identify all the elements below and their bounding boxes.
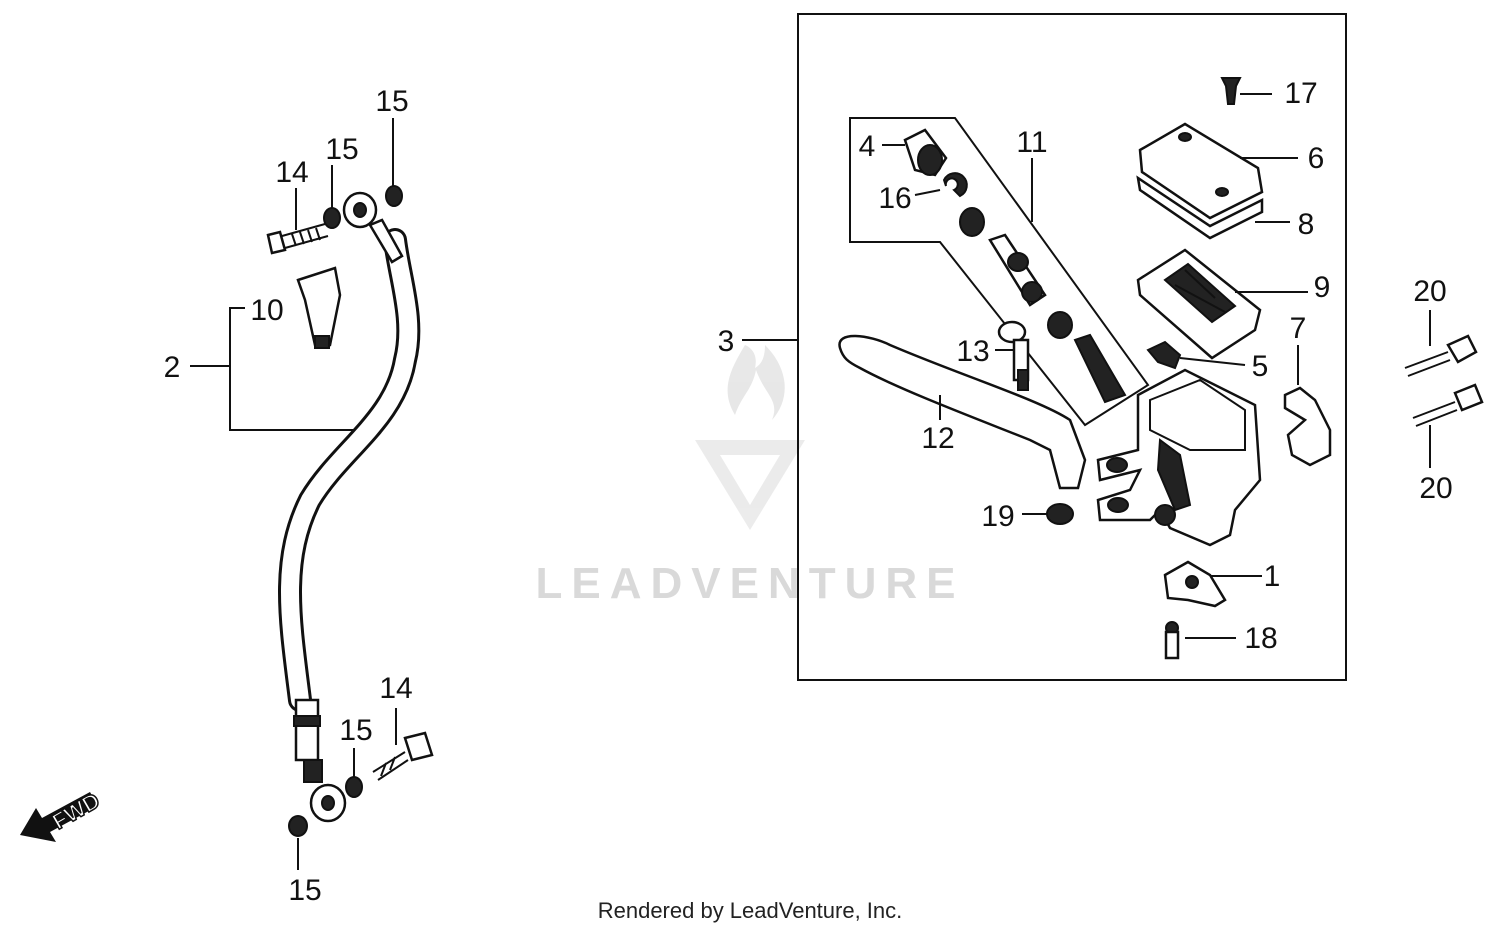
piston-seal-b: [1047, 311, 1073, 339]
callout-11: 11: [1016, 126, 1047, 159]
piston-kit-outline: [849, 117, 1150, 427]
callout-19: 19: [981, 500, 1014, 533]
part-5-screw: [1146, 340, 1182, 370]
callout-14-upper: 14: [275, 156, 308, 189]
part-19-cap: [1046, 503, 1074, 525]
part-8-plate: [1136, 175, 1264, 240]
callout-8: 8: [1298, 208, 1315, 241]
piston-cup-a: [1007, 252, 1029, 272]
master-cylinder-body: [1096, 368, 1262, 547]
part-14-lower-bolt: [372, 731, 434, 781]
callout-9: 9: [1314, 271, 1331, 304]
upper-fitting: [368, 218, 404, 264]
footer-credit: Rendered by LeadVenture, Inc.: [598, 898, 903, 923]
spring: [1073, 333, 1127, 404]
callout-15-lower: 15: [339, 714, 372, 747]
callout-5: 5: [1252, 350, 1269, 383]
part-13-pivot: [997, 320, 1030, 391]
lower-fitting-ring: [293, 715, 321, 727]
callouts: 1 2 3 4 5 6 7 8 9 10 11 12 13 14 14 15 1…: [164, 77, 1453, 907]
callout-10: 10: [250, 294, 283, 327]
part-18-screw: [1164, 621, 1180, 660]
lower-fitting-neck: [303, 759, 323, 783]
leader-5: [1179, 357, 1246, 366]
part-20-bolt-b: [1412, 383, 1484, 427]
callout-15-top: 15: [375, 85, 408, 118]
part-7-clamp: [1283, 386, 1332, 467]
callout-6: 6: [1308, 142, 1325, 175]
callout-17: 17: [1284, 77, 1317, 110]
callout-18: 18: [1244, 622, 1277, 655]
brake-hose-fill: [281, 231, 418, 709]
part-10-tip: [314, 335, 330, 349]
leader-lines-left: [295, 118, 397, 870]
watermark: LEADVENTURE: [535, 345, 964, 608]
upper-banjo-hole: [353, 202, 367, 218]
part-12-lever: [838, 334, 1087, 490]
lower-fitting: [294, 698, 320, 762]
part-6-reservoir-cap: [1138, 122, 1264, 220]
part-1-hole: [1185, 575, 1199, 589]
callout-15-bottom: 15: [288, 874, 321, 907]
callout-13: 13: [956, 335, 989, 368]
callout-20-lower: 20: [1419, 472, 1452, 505]
part-17-screw: [1220, 77, 1242, 105]
part-6-hole-a: [1178, 132, 1192, 142]
leader-16: [914, 189, 941, 196]
callout-20-upper: 20: [1413, 275, 1446, 308]
part-4-boot: [903, 128, 948, 177]
master-cylinder-frame: [797, 13, 1347, 681]
part-16-circlip: [942, 172, 968, 198]
part-15-washer-lower-a: [345, 776, 363, 798]
callout-3: 3: [718, 325, 735, 358]
part-20-bolt-a: [1404, 334, 1478, 377]
callout-12: 12: [921, 422, 954, 455]
part-15-washer-lower-b: [288, 815, 308, 837]
part-15-washer-upper-a: [323, 207, 341, 229]
piston-seal-a: [959, 207, 985, 237]
callout-1: 1: [1264, 560, 1281, 593]
part-6-hole-b: [1215, 187, 1229, 197]
part-15-washer-upper-b: [385, 185, 403, 207]
callout-15-upper: 15: [325, 133, 358, 166]
piston-cup-b: [1021, 281, 1043, 303]
watermark-logo: [695, 345, 805, 530]
callout-2: 2: [164, 351, 181, 384]
fwd-label: FWD: [48, 788, 104, 835]
watermark-text: LEADVENTURE: [535, 559, 964, 608]
fwd-arrow: FWD: [20, 787, 105, 842]
brake-hose-assembly: [190, 118, 434, 870]
callout-16: 16: [878, 182, 911, 215]
callout-14-lower: 14: [379, 672, 412, 705]
callout-7: 7: [1290, 312, 1307, 345]
part-10-cap: [296, 266, 342, 347]
callout-4: 4: [859, 130, 876, 163]
bracket-2: [190, 307, 365, 431]
lower-banjo-hole: [321, 795, 335, 811]
part-14-upper-bolt: [266, 223, 329, 255]
part-9-diaphragm: [1136, 248, 1262, 360]
